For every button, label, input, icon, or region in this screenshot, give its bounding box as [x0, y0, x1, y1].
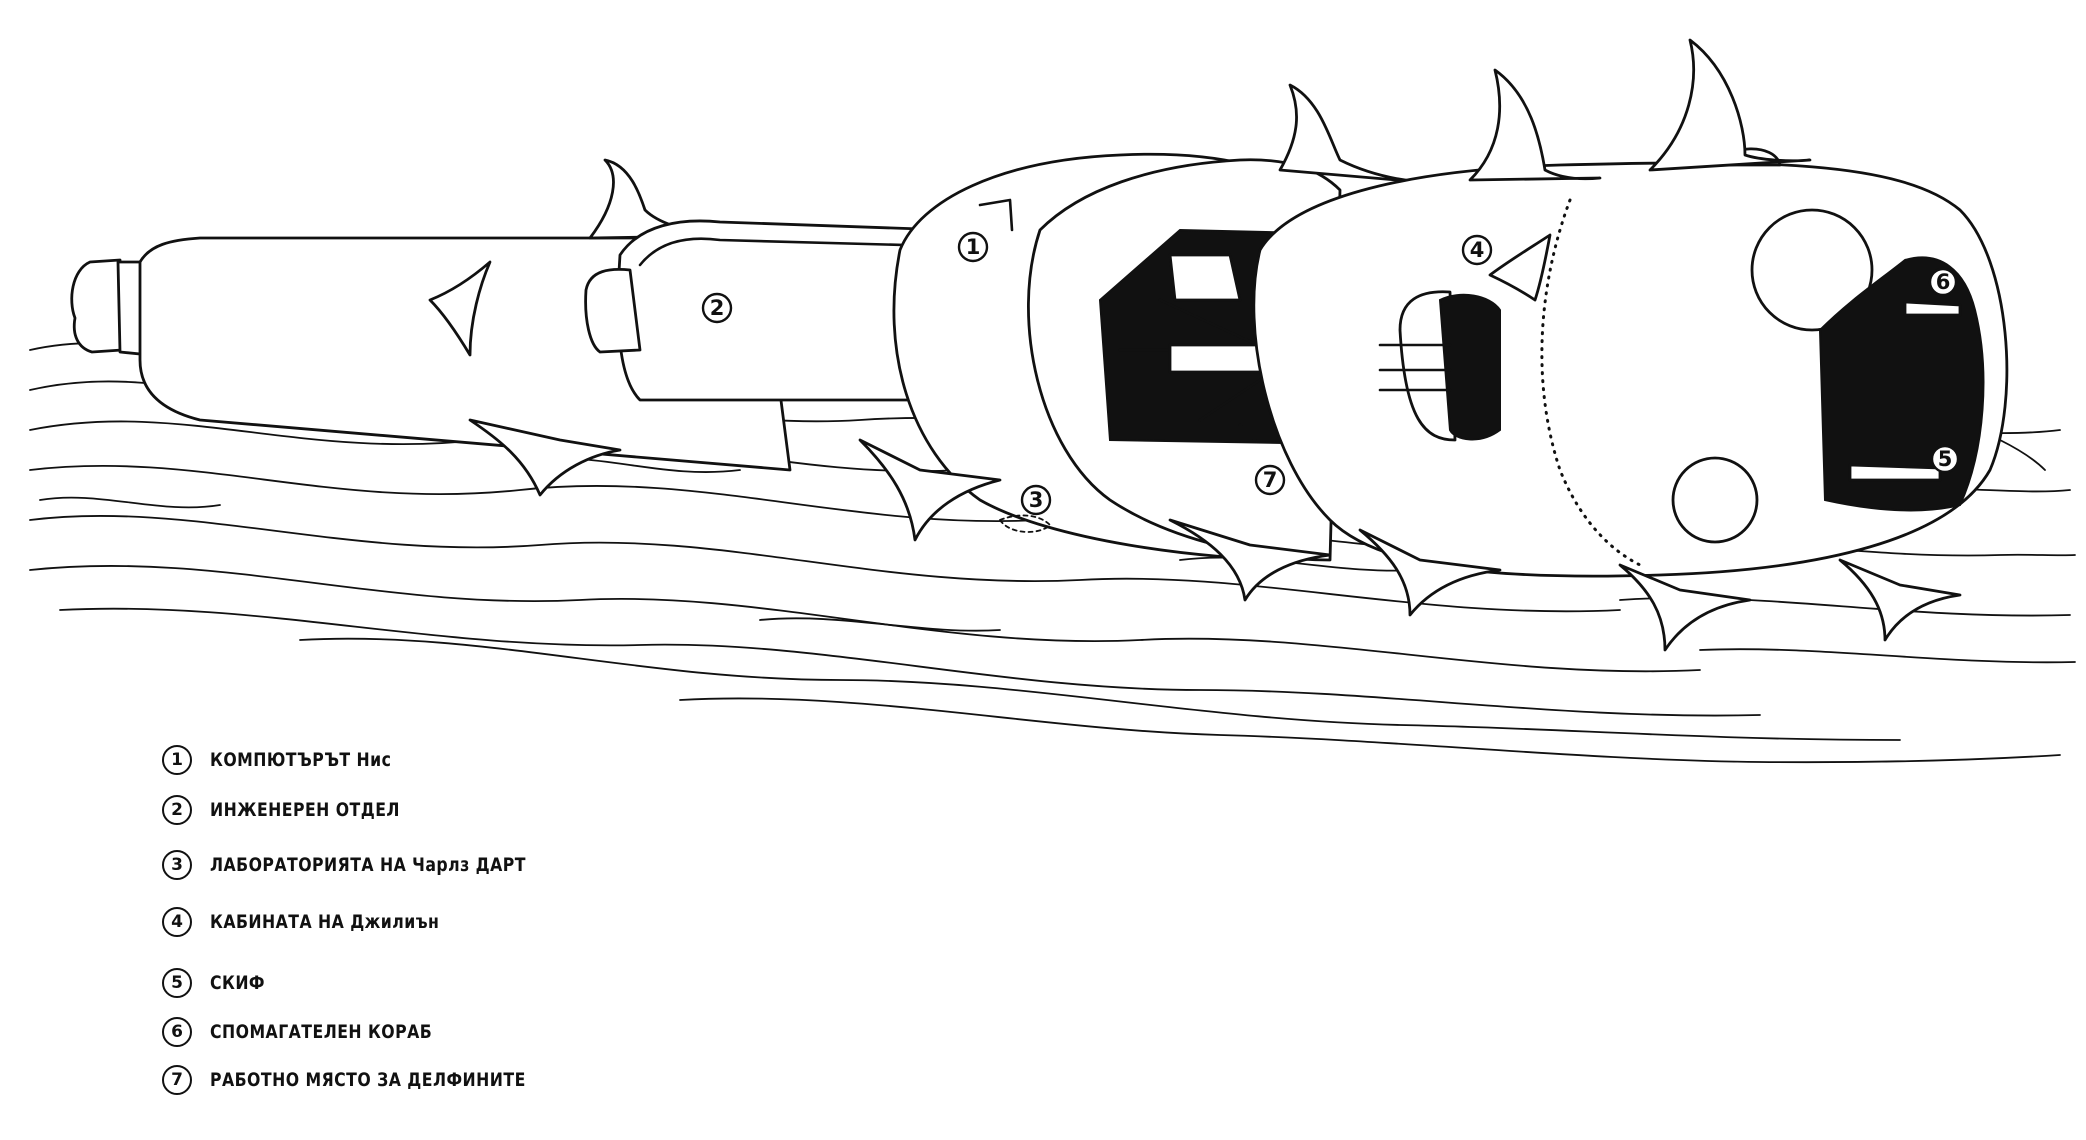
legend-label: СПОМАГАТЕЛЕН КОРАБ: [210, 1021, 432, 1043]
legend-label: ЛАБОРАТОРИЯТА НА Чарлз ДАРТ: [210, 854, 526, 876]
legend-label: РАБОТНО МЯСТО ЗА ДЕЛФИНИТЕ: [210, 1069, 526, 1091]
legend-number: 1: [162, 745, 192, 775]
legend-number: 7: [162, 1065, 192, 1095]
legend-number: 6: [162, 1017, 192, 1047]
legend-item: 1 КОМПЮТЪРЪТ Нис: [162, 740, 407, 780]
legend-item: 3 ЛАБОРАТОРИЯТА НА Чарлз ДАРТ: [162, 845, 553, 885]
callout-5: 5: [1932, 446, 1958, 472]
svg-text:4: 4: [1470, 238, 1485, 262]
callout-2: 2: [703, 294, 731, 322]
legend-item: 7 РАБОТНО МЯСТО ЗА ДЕЛФИНИТЕ: [162, 1060, 553, 1100]
svg-text:5: 5: [1938, 447, 1953, 471]
callout-4: 4: [1463, 236, 1491, 264]
forward-sphere: [1254, 40, 2045, 650]
legend-item: 4 КАБИНАТА НА Джилиън: [162, 902, 459, 942]
legend-item: 6 СПОМАГАТЕЛЕН КОРАБ: [162, 1012, 452, 1052]
callout-6: 6: [1930, 269, 1956, 295]
svg-text:3: 3: [1029, 488, 1044, 512]
svg-text:2: 2: [710, 296, 725, 320]
legend-label: СКИФ: [210, 972, 265, 994]
callout-1: 1: [959, 233, 987, 261]
svg-text:6: 6: [1936, 270, 1951, 294]
callout-7: 7: [1256, 466, 1284, 494]
legend-label: КАБИНАТА НА Джилиън: [210, 911, 439, 933]
legend-label: КОМПЮТЪРЪТ Нис: [210, 749, 391, 771]
legend-number: 3: [162, 850, 192, 880]
legend-number: 4: [162, 907, 192, 937]
svg-text:1: 1: [966, 235, 981, 259]
legend-item: 2 ИНЖЕНЕРЕН ОТДЕЛ: [162, 790, 416, 830]
callout-3: 3: [1022, 486, 1050, 514]
legend-number: 5: [162, 968, 192, 998]
legend-item: 5 СКИФ: [162, 963, 270, 1003]
legend-number: 2: [162, 795, 192, 825]
legend-label: ИНЖЕНЕРЕН ОТДЕЛ: [210, 799, 400, 821]
svg-text:7: 7: [1263, 468, 1278, 492]
